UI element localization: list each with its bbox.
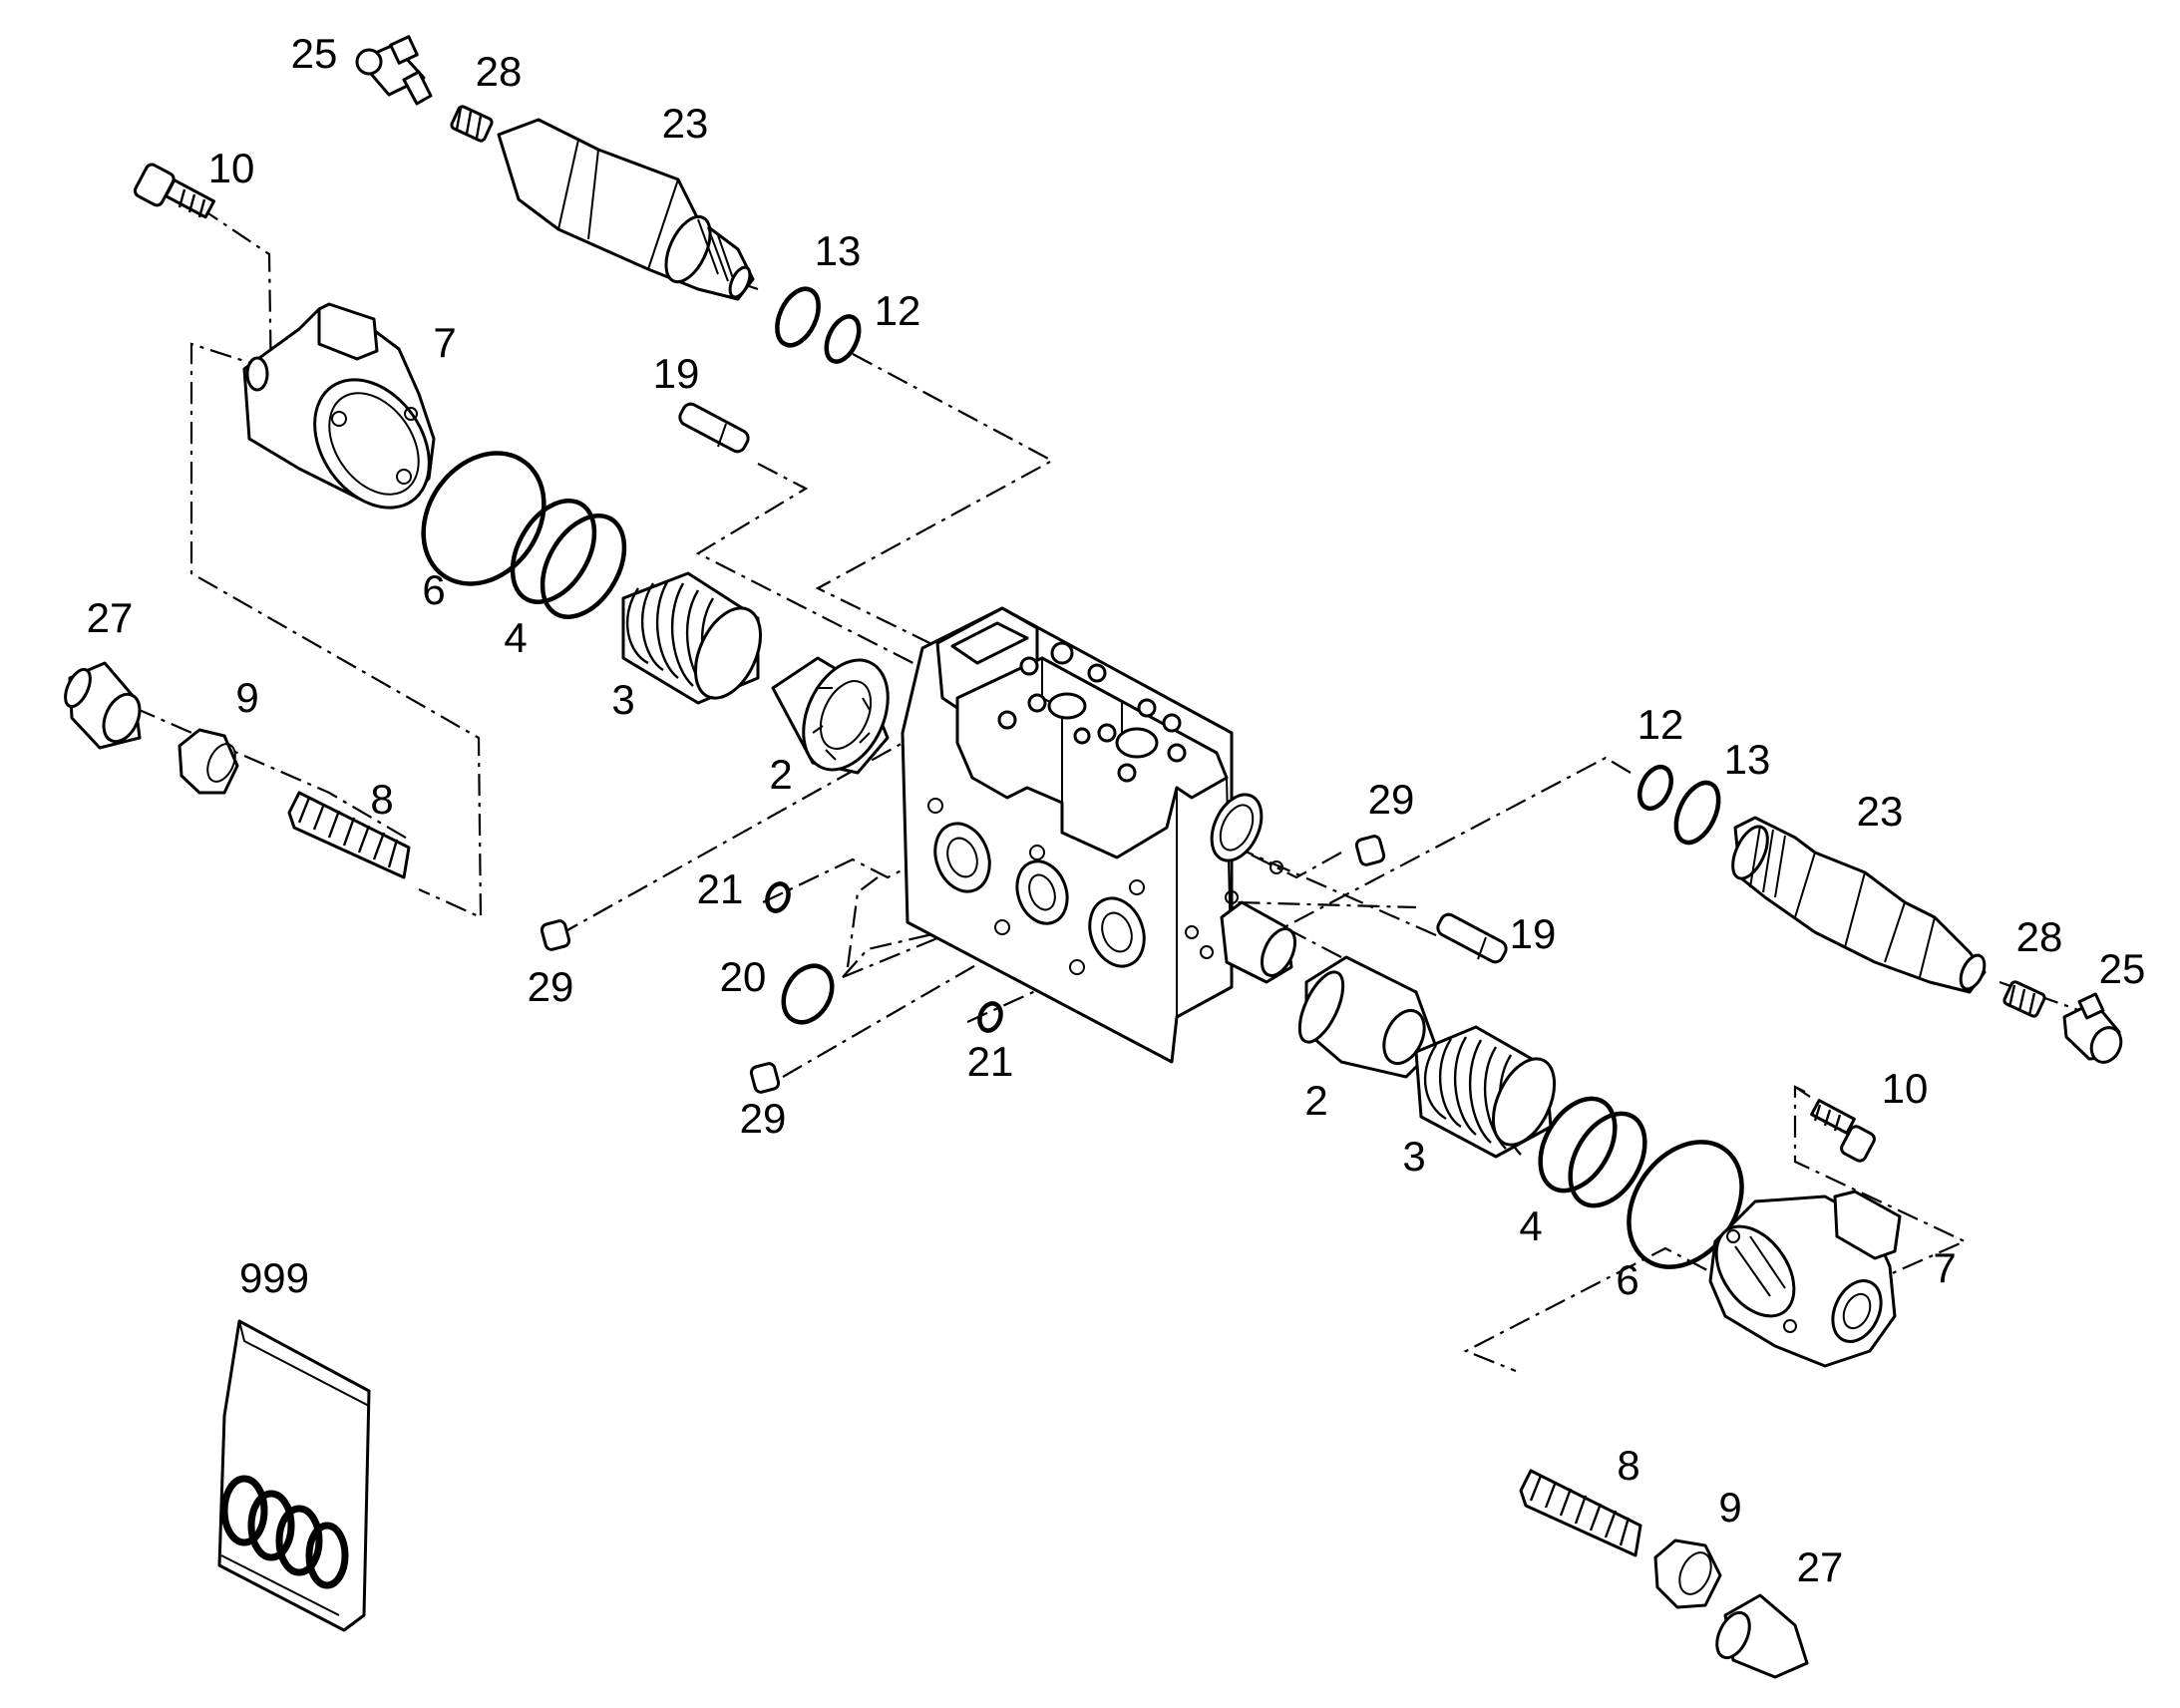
label-28-top: 28 (476, 48, 523, 95)
label-10-right: 10 (1882, 1065, 1929, 1112)
label-27-left: 27 (87, 594, 134, 641)
leader-10-left (198, 206, 273, 390)
fitting-25-top (355, 35, 433, 106)
label-13-right: 13 (1724, 736, 1771, 783)
nut-9-right (1653, 1538, 1722, 1609)
leader-29-right (1246, 852, 1342, 879)
label-12-top: 12 (875, 287, 921, 334)
label-25-right: 25 (2099, 945, 2146, 992)
ring-4b-left (540, 513, 627, 619)
label-7-left: 7 (433, 319, 456, 366)
label-25-top: 25 (291, 30, 338, 77)
plug-29-right (1354, 835, 1386, 866)
part-number-labels: 25 28 23 10 13 12 7 19 6 4 3 27 9 8 2 29… (87, 30, 2146, 1590)
leader-lower-branch (846, 876, 879, 968)
valve-body (901, 606, 1297, 1064)
label-8-left: 8 (370, 776, 393, 823)
spring-3-right (1414, 1025, 1557, 1159)
bolt-10-top (133, 163, 216, 219)
label-3-left: 3 (611, 676, 634, 723)
label-29-lower: 29 (740, 1095, 787, 1142)
ring-4a-left (510, 499, 597, 604)
pin-19-right (1436, 912, 1508, 964)
threaded-rod-8-right (1519, 1469, 1642, 1557)
label-29-right: 29 (1368, 776, 1415, 823)
cover-7-right (1708, 1190, 1902, 1368)
label-3-right: 3 (1402, 1133, 1425, 1180)
label-6-left: 6 (422, 566, 445, 613)
snap-ring-20 (781, 963, 835, 1025)
spool-2-left (771, 656, 890, 775)
oring-21-upper (765, 881, 791, 913)
cap-27-left (64, 661, 142, 750)
label-29-left: 29 (528, 963, 574, 1010)
pin-19-left (678, 402, 750, 454)
leader-27-9-8-left (134, 706, 410, 841)
threaded-rod-8-left (287, 791, 411, 879)
valve-cartridge-23-right (1731, 816, 1987, 994)
label-23-top: 23 (662, 100, 709, 147)
label-2-left: 2 (769, 751, 792, 798)
nut-9-left (178, 728, 239, 795)
leader-12-right (1246, 756, 1632, 948)
label-12-right: 12 (1637, 701, 1684, 748)
bolt-10-right (1810, 1099, 1876, 1163)
leader-12-left (815, 353, 1055, 704)
oring-12-top (824, 314, 862, 364)
label-20: 20 (720, 953, 767, 1000)
ring-4b-right (1568, 1111, 1647, 1208)
cover-7-left (242, 302, 436, 510)
label-7-right: 7 (1933, 1244, 1956, 1291)
ring-4a-right (1538, 1096, 1618, 1194)
fitting-25-right (2062, 992, 2123, 1064)
label-10-top: 10 (208, 145, 255, 191)
label-21-upper: 21 (697, 865, 744, 912)
plug-29-lower (749, 1062, 781, 1094)
oring-13-top (775, 286, 821, 348)
oring-21-lower (977, 1001, 1003, 1033)
label-9-right: 9 (1718, 1484, 1741, 1531)
cap-27-right (1715, 1593, 1809, 1679)
oring-12-right (1637, 764, 1673, 812)
label-6-right: 6 (1616, 1256, 1638, 1303)
label-8-right: 8 (1617, 1442, 1639, 1489)
label-19-top: 19 (653, 350, 700, 397)
spring-3-left (621, 571, 762, 705)
insert-28-top (450, 105, 494, 143)
label-19-right: 19 (1510, 910, 1557, 957)
label-2-right: 2 (1304, 1077, 1327, 1124)
leader-10-right (1794, 1086, 1811, 1098)
plug-29-left (540, 919, 571, 951)
seal-kit-bag-999 (217, 1319, 371, 1632)
label-9-left: 9 (235, 674, 258, 721)
oring-13-right (1673, 780, 1721, 846)
label-999: 999 (239, 1254, 309, 1301)
label-28-right: 28 (2016, 913, 2063, 960)
label-23-right: 23 (1857, 788, 1904, 835)
label-27-right: 27 (1797, 1543, 1844, 1590)
seal-rings-in-bag (220, 1475, 349, 1589)
insert-28-right (2002, 980, 2046, 1018)
leader-20 (842, 932, 933, 978)
leader-29-left (557, 717, 948, 936)
label-13-top: 13 (815, 227, 862, 274)
label-4-right: 4 (1519, 1202, 1542, 1249)
spool-2-right (1297, 955, 1438, 1079)
oring-6-left (421, 451, 546, 586)
valve-cartridge-23-top (497, 118, 755, 301)
label-4-left: 4 (504, 614, 527, 661)
label-21-lower: 21 (967, 1038, 1014, 1085)
